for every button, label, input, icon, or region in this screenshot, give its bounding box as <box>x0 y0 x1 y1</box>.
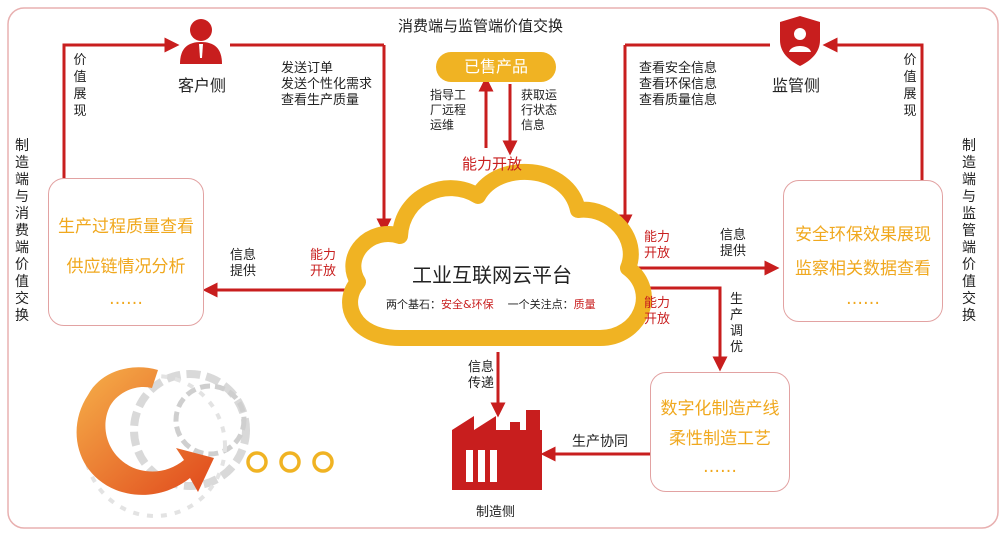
right-capability-label: 能力开放 <box>644 230 671 261</box>
left-info-label: 信息提供 <box>230 248 257 279</box>
factory-icon <box>452 410 542 490</box>
dot-icon <box>246 451 268 473</box>
bottom-box-line: …… <box>703 457 737 477</box>
customer-request: 发送订单 <box>281 61 334 76</box>
bottom-right-info-box <box>650 372 790 492</box>
left-box-line: 生产过程质量查看 <box>58 217 194 237</box>
right-info-box <box>783 180 943 322</box>
regulator-shield-icon <box>780 16 820 66</box>
bottom-box-line: 柔性制造工艺 <box>669 429 771 449</box>
right-box-line: 监察相关数据查看 <box>795 259 931 279</box>
cloud-base-value: 安全&环保 <box>441 298 494 311</box>
arrow-left-box-to-customer <box>62 37 180 178</box>
arrow-cloud-to-bottom-box <box>630 286 728 372</box>
regulator-value-label: 价值展现 <box>903 53 917 119</box>
cloud-title: 工业互联网云平台 <box>412 263 572 287</box>
cloud-shape <box>342 163 652 346</box>
top-title: 消费端与监管端价值交换 <box>398 17 564 35</box>
cloud-focus-prefix: 一个关注点： <box>507 298 574 311</box>
sold-status-text: 获取运行状态信息 <box>521 88 558 132</box>
bottom-capability-label: 能力开放 <box>644 296 671 327</box>
customer-person-icon <box>180 19 222 64</box>
factory-info-label: 信息传递 <box>468 360 495 391</box>
factory-collab-label: 生产协同 <box>572 434 628 450</box>
bottom-optimize-label: 生产调优 <box>730 292 744 355</box>
left-box-line: …… <box>109 289 143 309</box>
cloud-focus-value: 质量 <box>573 298 596 311</box>
right-side-label: 制造端与监管端价值交换 <box>962 138 976 324</box>
arrow-right-box-to-regulator <box>822 37 924 180</box>
regulator-label: 监管侧 <box>772 76 821 95</box>
customer-value-label: 价值展现 <box>73 53 87 119</box>
sold-capability-label: 能力开放 <box>462 155 523 173</box>
cloud-base-prefix: 两个基石： <box>386 298 441 311</box>
regulator-request: 查看环保信息 <box>639 77 718 92</box>
customer-request: 发送个性化需求 <box>281 77 373 92</box>
dot-icon <box>279 451 301 473</box>
right-info-label: 信息提供 <box>720 228 747 259</box>
left-side-label: 制造端与消费端价值交换 <box>15 138 29 324</box>
left-info-box <box>48 178 204 326</box>
customer-request: 查看生产质量 <box>281 93 360 108</box>
regulator-request: 查看质量信息 <box>639 93 718 108</box>
left-capability-label: 能力开放 <box>310 248 337 279</box>
right-box-line: …… <box>846 289 880 309</box>
bottom-box-line: 数字化制造产线 <box>660 399 780 419</box>
dot-icon <box>312 451 334 473</box>
sold-products-pill <box>436 52 556 82</box>
sold-guide-text: 指导工厂远程运维 <box>430 88 467 132</box>
left-box-line: 供应链情况分析 <box>66 257 186 277</box>
outer-frame <box>7 7 999 529</box>
cloud-subtitle: 两个基石：安全&环保一个关注点：质量 <box>386 298 596 312</box>
right-box-line: 安全环保效果展现 <box>795 225 931 245</box>
sold-products-label: 已售产品 <box>463 57 528 76</box>
customer-label: 客户侧 <box>178 76 227 95</box>
swirl-decoration-icon <box>76 367 250 518</box>
regulator-request: 查看安全信息 <box>639 61 718 76</box>
factory-label: 制造侧 <box>476 505 516 520</box>
